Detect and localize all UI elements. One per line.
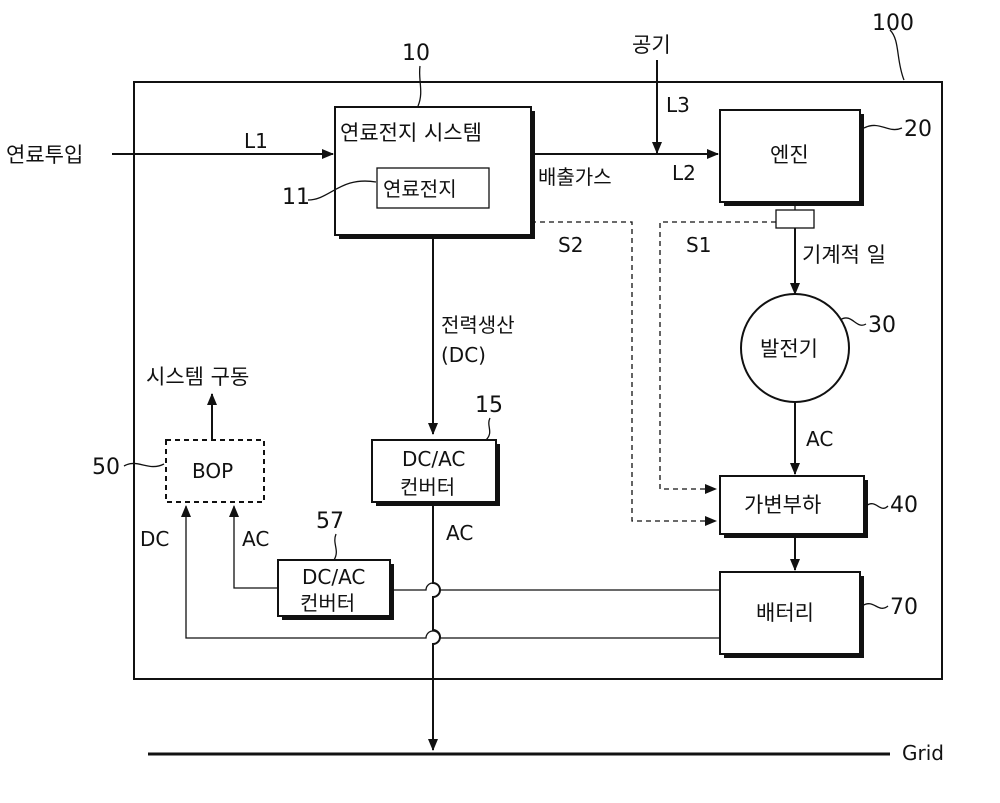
signal-S2-label: S2 [558,233,583,257]
leader-50 [123,462,165,468]
bop-label: BOP [192,459,233,483]
battery-label: 배터리 [756,601,814,625]
ref-50: 50 [92,455,120,480]
fuel-cell-label: 연료전지 [383,177,457,201]
signal-s2-line [531,221,717,526]
generator-label: 발전기 [760,337,818,361]
signal-S1-label: S1 [686,233,711,257]
mechanical-work-label: 기계적 일 [802,243,886,267]
ref-100: 100 [872,11,914,36]
converter-15-ac-label: AC [446,521,473,545]
converter-15-line2: 컨버터 [400,475,455,499]
grid-label: Grid [902,741,944,765]
line-L2-label: L2 [672,161,696,185]
exhaust-gas-label: 배출가스 [538,165,612,189]
ref-70: 70 [890,595,918,620]
dc-bop-label: DC [140,527,169,551]
leader-11 [307,180,377,201]
leader-100 [889,29,905,81]
fuel-input-label: 연료투입 [6,143,83,167]
leader-15 [485,417,491,441]
ref-30: 30 [868,313,896,338]
converter-15-to-grid [428,502,441,751]
leader-30 [839,317,867,326]
engine-block [719,109,861,203]
converter-57-block [277,559,391,617]
leader-40 [865,503,889,509]
battery-to-converter-57 [390,582,720,591]
fuel-cell-block [376,167,490,209]
ref-10: 10 [402,41,430,66]
generator-ac-label: AC [806,427,833,451]
signal-s1-line [659,221,776,494]
system-drive-label: 시스템 구동 [146,365,249,389]
ac-bop-label: AC [242,527,269,551]
ref-40: 40 [890,493,918,518]
engine-label: 엔진 [770,143,809,167]
sensor-s1 [775,209,815,229]
bop-block [165,439,265,503]
line-L3-label: L3 [666,93,690,117]
converter-57-ac-to-bop [229,505,278,589]
battery-block [719,571,861,655]
converter-57-line1: DC/AC [302,565,365,589]
ref-15: 15 [475,393,503,418]
air-label: 공기 [632,33,671,57]
leader-10 [417,65,422,107]
ref-57: 57 [316,509,344,534]
line-L1-label: L1 [244,129,268,153]
ref-11: 11 [282,185,310,210]
fuel-cell-system-label: 연료전지 시스템 [340,121,482,145]
power-production-label: 전력생산 [441,313,515,337]
converter-57-line2: 컨버터 [300,591,355,615]
battery-dc-to-bop [181,505,720,639]
variable-load-label: 가변부하 [744,493,821,517]
power-dc-label: (DC) [441,343,486,367]
leader-20 [863,124,903,131]
variable-load-block [719,475,865,535]
leader-57 [333,533,337,561]
leader-70 [861,603,889,609]
fuel-cell-system-block [334,106,532,236]
converter-15-line1: DC/AC [402,447,465,471]
system-boundary [133,81,943,680]
ref-20: 20 [904,117,932,142]
converter-15-block [371,439,497,503]
